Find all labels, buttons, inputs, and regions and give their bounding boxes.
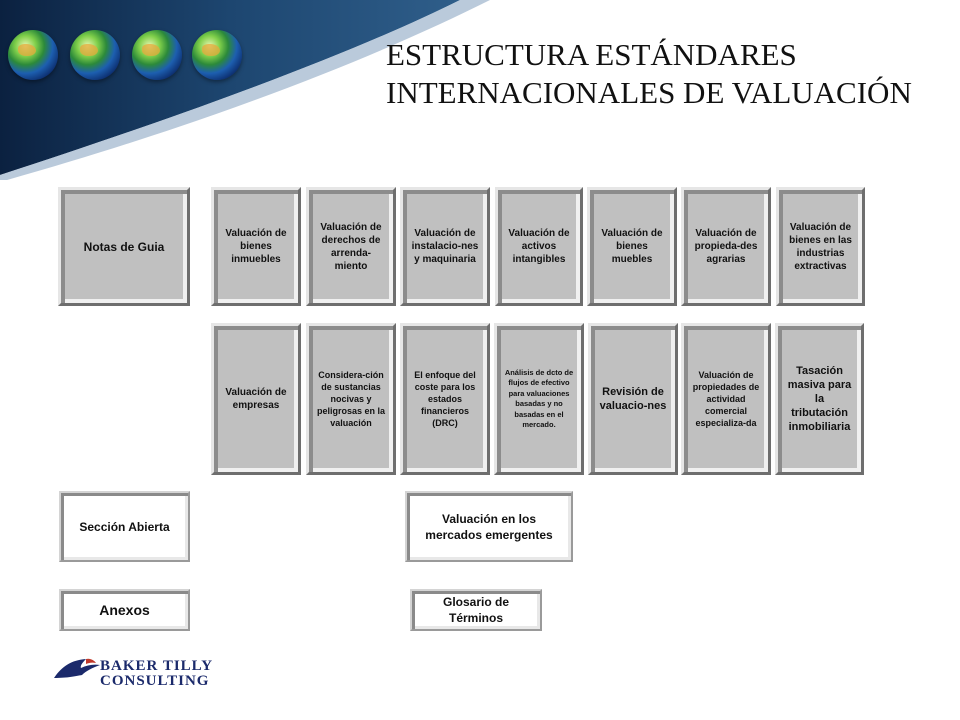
standard-box: Valuación de propieda-des agrarias bbox=[681, 187, 771, 306]
standard-label: Valuación de activos intangibles bbox=[508, 228, 570, 265]
standard-box: Valuación de bienes inmuebles bbox=[211, 187, 301, 306]
standard-label: Tasación masiva para la tributación inmo… bbox=[787, 365, 852, 433]
standard-label: Valuación de instalacio-nes y maquinaria bbox=[411, 228, 479, 265]
standard-label: El enfoque del coste para los estados fi… bbox=[414, 370, 476, 428]
eagle-icon bbox=[54, 658, 100, 678]
standard-box: Valuación de activos intangibles bbox=[495, 187, 583, 306]
anexos-label: Anexos bbox=[99, 601, 150, 618]
standard-label: Valuación de derechos de arrenda-miento bbox=[320, 221, 382, 272]
seccion-abierta-label: Sección Abierta bbox=[79, 519, 170, 534]
notas-de-guia-box: Notas de Guia bbox=[58, 187, 190, 306]
anexos-box: Anexos bbox=[59, 589, 190, 631]
standard-label: Considera-ción de sustancias nocivas y p… bbox=[316, 370, 386, 428]
standard-box: Valuación de bienes en las industrias ex… bbox=[776, 187, 865, 306]
standard-box: Valuación de empresas bbox=[211, 323, 301, 475]
globe-icon bbox=[132, 30, 182, 80]
standard-box: Análisis de dcto de flujos de efectivo p… bbox=[494, 323, 584, 475]
mercados-emergentes-label: Valuación en los mercados emergentes bbox=[425, 511, 553, 542]
logo-line-2: CONSULTING bbox=[100, 673, 210, 689]
standard-box: Valuación de derechos de arrenda-miento bbox=[306, 187, 396, 306]
baker-tilly-logo: BAKER TILLY CONSULTING bbox=[52, 654, 222, 698]
seccion-abierta-box: Sección Abierta bbox=[59, 491, 190, 562]
standard-label: Valuación de bienes muebles bbox=[601, 228, 663, 265]
standard-label: Valuación de empresas bbox=[225, 387, 287, 411]
standard-label: Valuación de bienes inmuebles bbox=[225, 228, 287, 265]
slide-title: ESTRUCTURA ESTÁNDARES INTERNACIONALES DE… bbox=[386, 37, 912, 110]
standard-box: Tasación masiva para la tributación inmo… bbox=[775, 323, 864, 475]
standard-box: Valuación de propiedades de actividad co… bbox=[681, 323, 771, 475]
globe-icon bbox=[70, 30, 120, 80]
globe-icon bbox=[8, 30, 58, 80]
notas-de-guia-label: Notas de Guia bbox=[83, 239, 165, 254]
standard-box: Considera-ción de sustancias nocivas y p… bbox=[306, 323, 396, 475]
standard-label: Valuación de propieda-des agrarias bbox=[694, 228, 758, 265]
standard-box: Valuación de bienes muebles bbox=[587, 187, 677, 306]
standard-label: Valuación de propiedades de actividad co… bbox=[692, 370, 760, 428]
logo-line-1: BAKER TILLY bbox=[100, 658, 214, 674]
globe-icon bbox=[192, 30, 242, 80]
glosario-box: Glosario de Términos bbox=[410, 589, 542, 631]
standard-box: Revisión de valuacio-nes bbox=[588, 323, 678, 475]
glosario-label: Glosario de Términos bbox=[442, 595, 510, 625]
standard-label: Revisión de valuacio-nes bbox=[599, 386, 667, 412]
standard-label: Análisis de dcto de flujos de efectivo p… bbox=[504, 367, 574, 430]
standard-label: Valuación de bienes en las industrias ex… bbox=[789, 221, 852, 272]
standard-box: Valuación de instalacio-nes y maquinaria bbox=[400, 187, 490, 306]
standard-box: El enfoque del coste para los estados fi… bbox=[400, 323, 490, 475]
mercados-emergentes-box: Valuación en los mercados emergentes bbox=[405, 491, 573, 562]
